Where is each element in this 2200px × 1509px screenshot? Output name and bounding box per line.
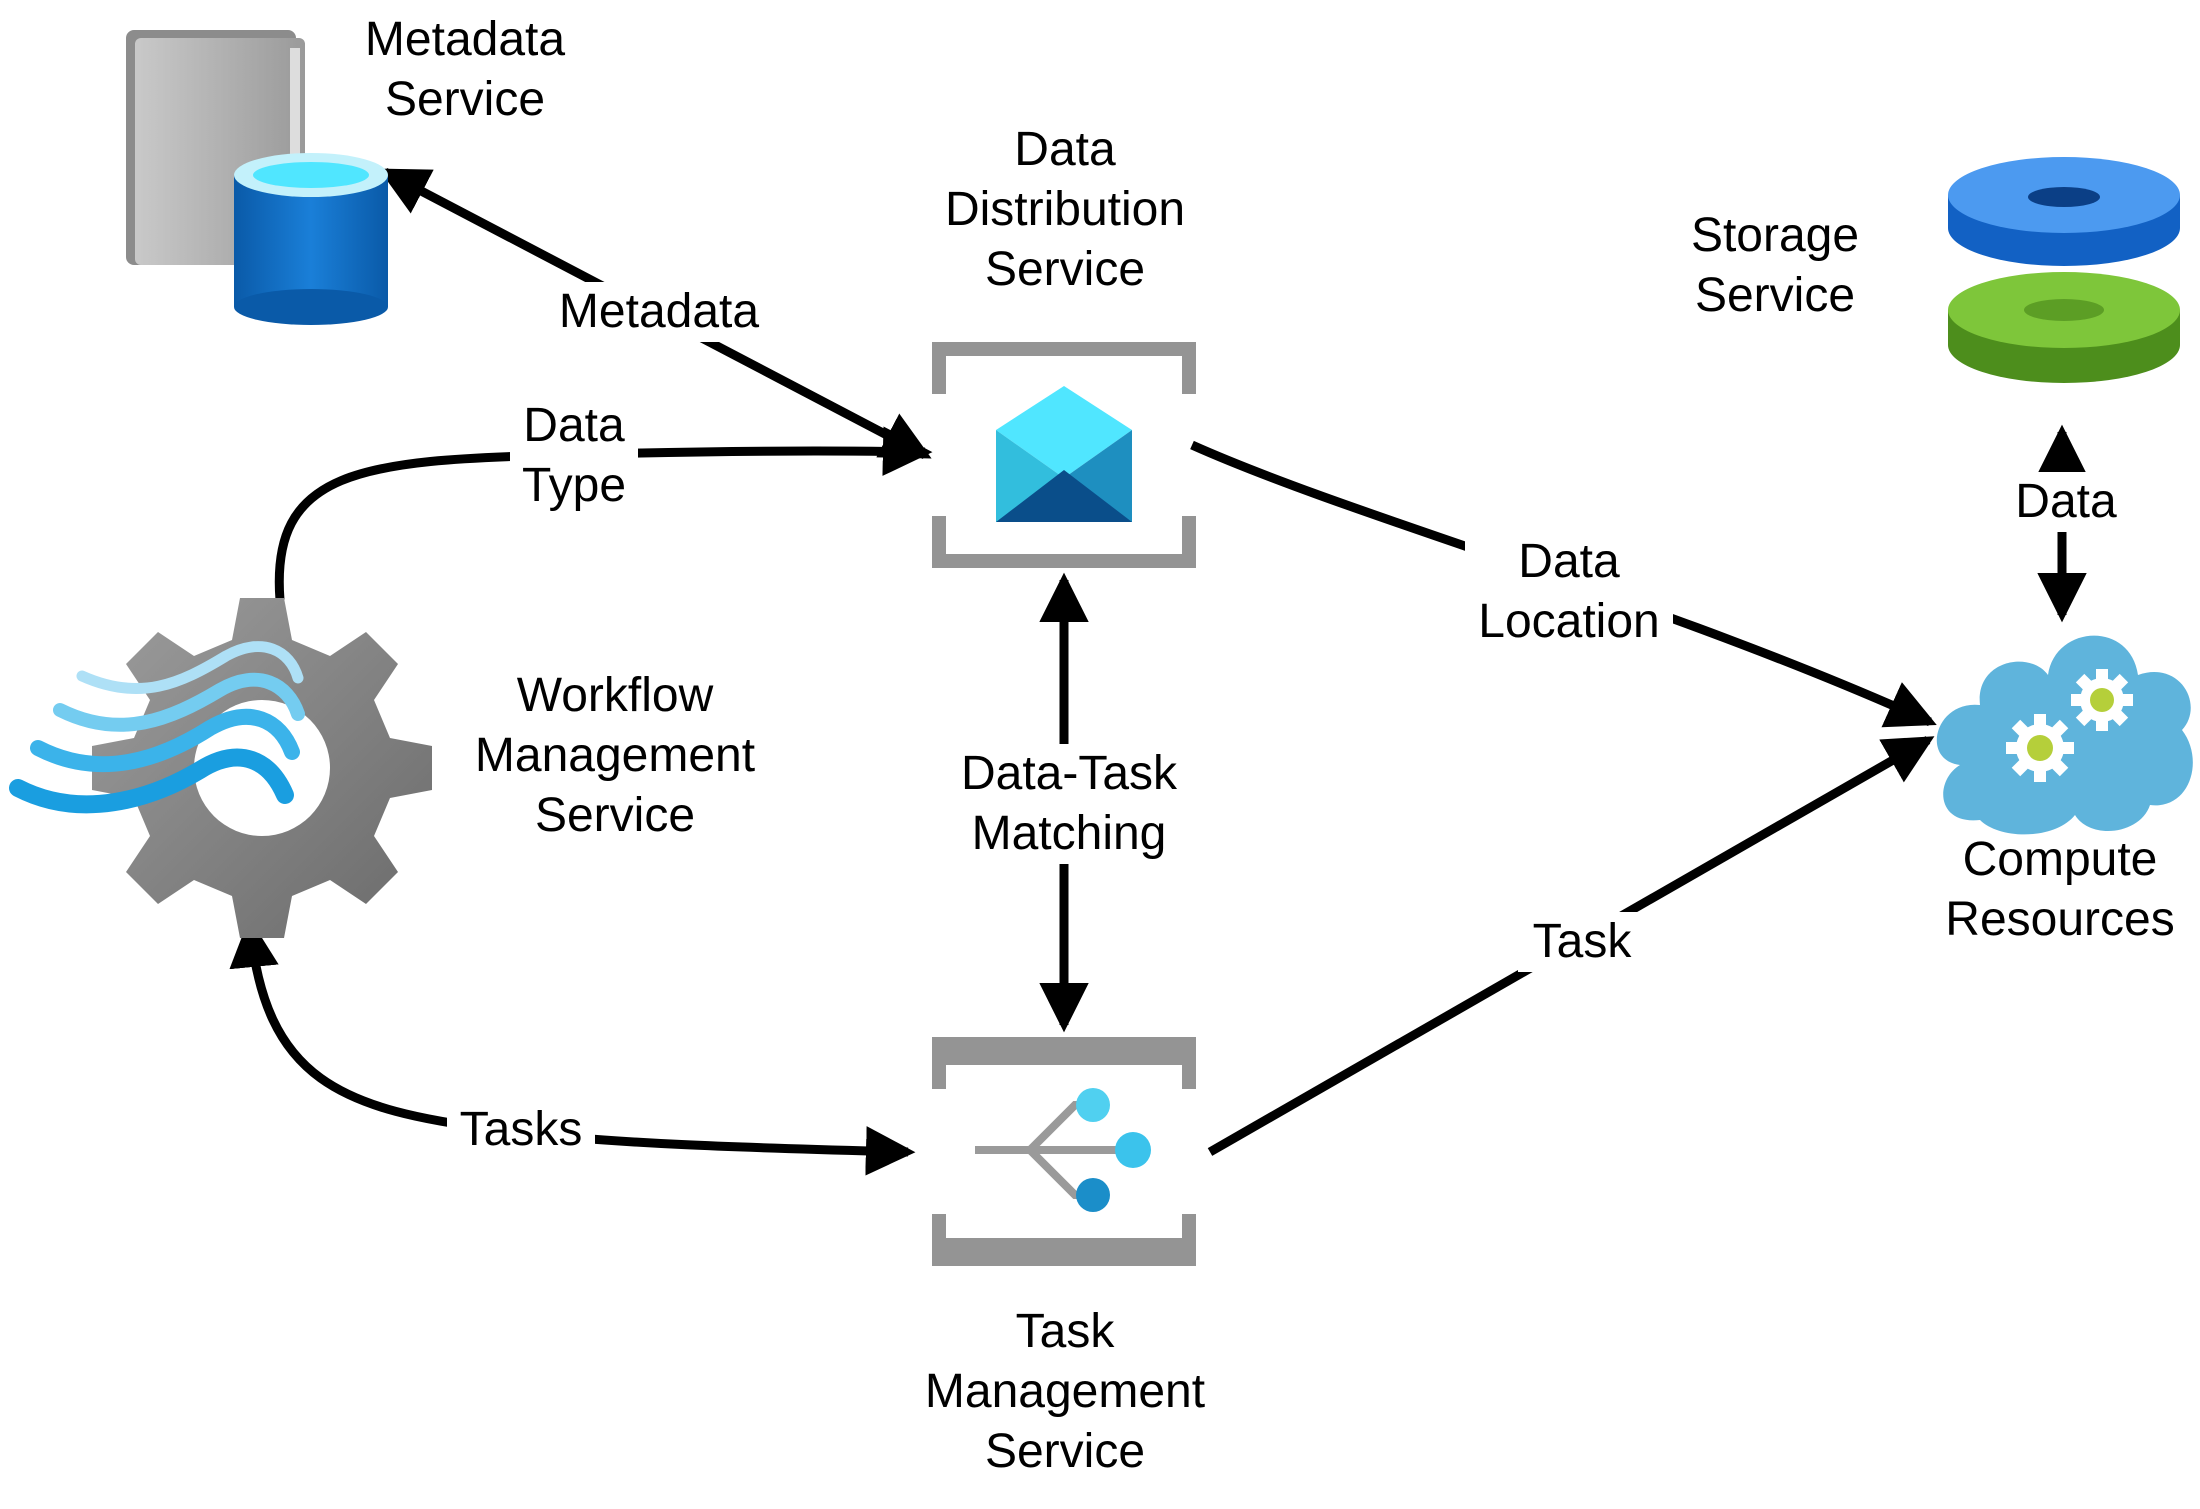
edge-label-data-location: Data Location <box>1465 532 1673 652</box>
data-distribution-label-line2: Distribution <box>944 183 1186 236</box>
edge-label-data-type: Data Type <box>510 396 638 516</box>
workflow-label-line3: Service <box>534 789 696 842</box>
workflow-management-service-label: Workflow Management Service <box>445 666 785 846</box>
compute-resources-label: Compute Resources <box>1920 830 2200 950</box>
data-distribution-label-line1: Data <box>1014 123 1116 176</box>
edge-label-data-location-line1: Data <box>1518 535 1620 588</box>
task-fork-icon <box>932 1037 1196 1266</box>
metadata-service-label-line2: Service <box>384 73 546 126</box>
event-envelope-icon <box>932 342 1196 568</box>
edge-label-data: Data <box>2002 472 2130 532</box>
data-distribution-label-line3: Service <box>984 243 1146 296</box>
storage-service-label-line1: Storage <box>1690 209 1860 262</box>
compute-label-line1: Compute <box>1962 833 2158 886</box>
edge-label-dtm-line1: Data-Task <box>960 747 1178 800</box>
metadata-service-label: Metadata Service <box>330 10 600 130</box>
edge-label-tasks: Tasks <box>447 1100 595 1160</box>
edge-label-task: Task <box>1518 912 1646 972</box>
edge-label-data-type-line2: Type <box>521 459 627 512</box>
storage-service-label-line2: Service <box>1694 269 1856 322</box>
cloud-gears-icon <box>1936 635 2193 835</box>
database-server-icon <box>126 30 388 325</box>
edge-label-data-task-matching: Data-Task Matching <box>940 744 1198 864</box>
task-management-label-line1: Task <box>1015 1305 1115 1358</box>
compute-label-line2: Resources <box>1945 893 2175 946</box>
task-management-label-line3: Service <box>984 1425 1146 1478</box>
task-management-service-label: Task Management Service <box>900 1302 1230 1482</box>
edge-label-data-type-line1: Data <box>523 399 625 452</box>
task-management-label-line2: Management <box>924 1365 1206 1418</box>
edge-label-metadata: Metadata <box>545 282 773 342</box>
workflow-gear-icon <box>9 598 432 938</box>
metadata-service-label-line1: Metadata <box>364 13 566 66</box>
data-distribution-service-label: Data Distribution Service <box>900 120 1230 300</box>
storage-disks-icon <box>1948 157 2180 383</box>
workflow-label-line1: Workflow <box>516 669 714 722</box>
storage-service-label: Storage Service <box>1650 206 1900 326</box>
workflow-label-line2: Management <box>474 729 756 782</box>
edge-label-data-location-line2: Location <box>1478 595 1660 648</box>
edge-label-dtm-line2: Matching <box>971 807 1167 860</box>
